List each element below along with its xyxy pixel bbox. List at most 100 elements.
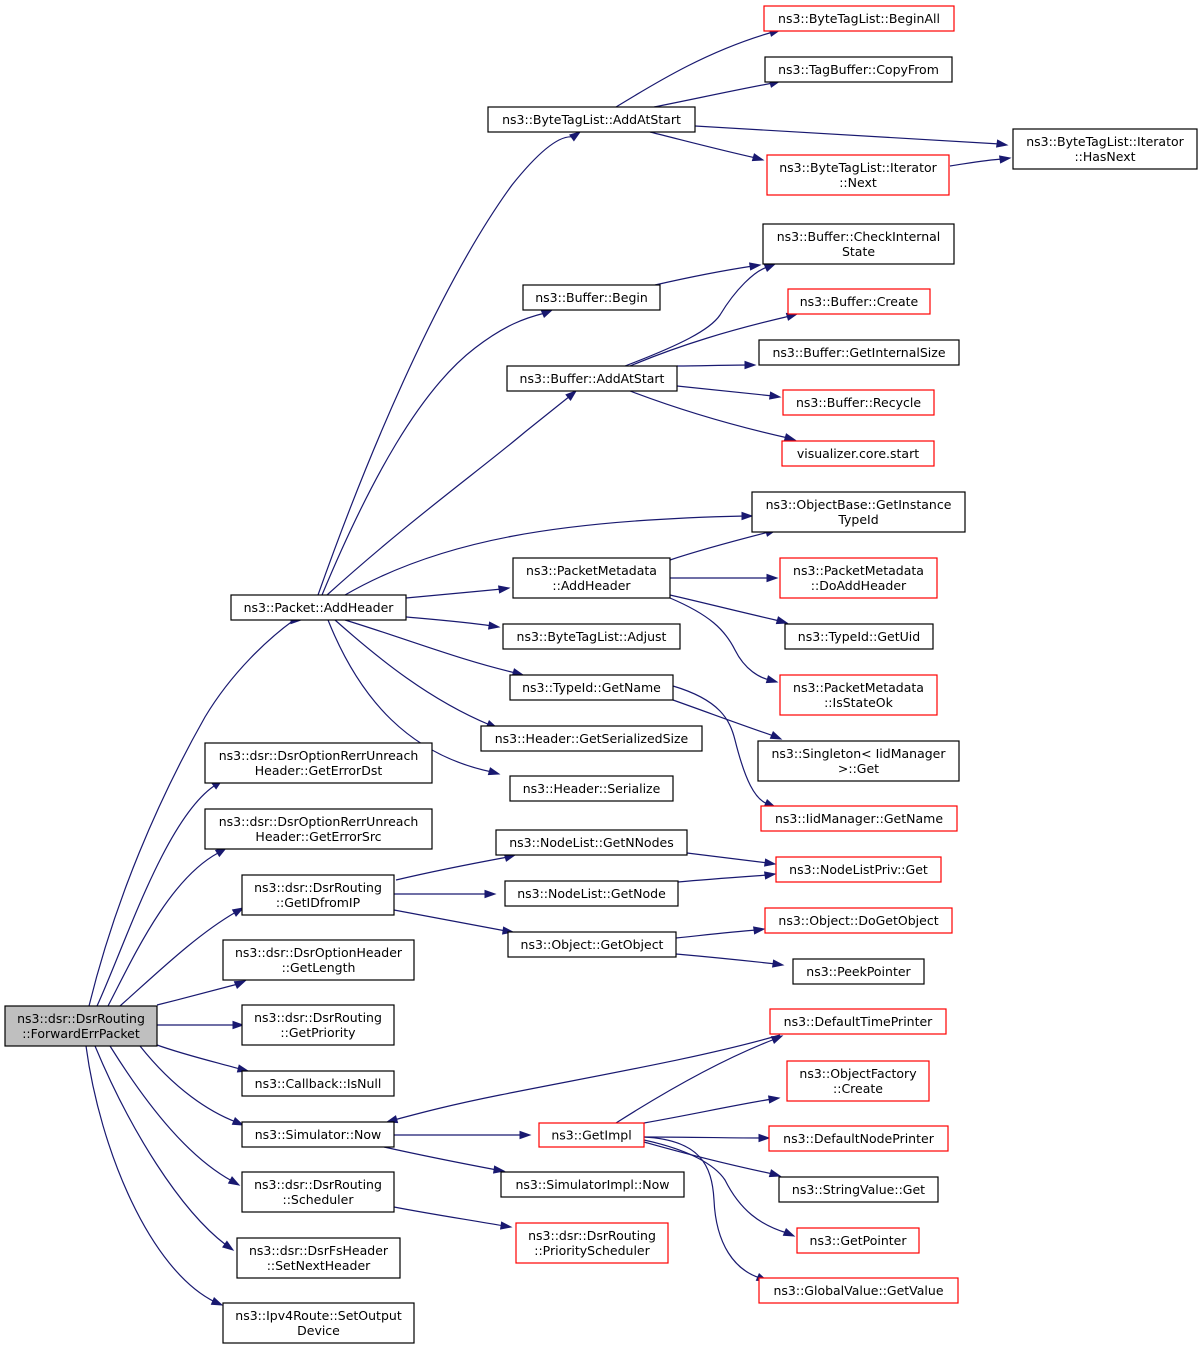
node-add-header[interactable]: ns3::Packet::AddHeader: [230, 594, 407, 621]
node-get-priority[interactable]: ns3::dsr::DsrRouting::GetPriority: [241, 1004, 395, 1046]
node-header-get-serialized-size[interactable]: ns3::Header::GetSerializedSize: [480, 725, 703, 752]
node-visualizer-core-start[interactable]: visualizer.core.start: [781, 440, 935, 467]
node-pm-add-header[interactable]: ns3::PacketMetadata::AddHeader: [512, 557, 671, 599]
call-edge-line: [669, 531, 770, 561]
node-label-line: ns3::TagBuffer::CopyFrom: [778, 62, 939, 77]
node-pm-is-state-ok[interactable]: ns3::PacketMetadata::IsStateOk: [779, 674, 938, 716]
call-edge-line: [393, 909, 507, 932]
node-label-line: ::AddHeader: [552, 578, 631, 593]
node-default-time-printer[interactable]: ns3::DefaultTimePrinter: [769, 1008, 947, 1035]
node-header-serialize[interactable]: ns3::Header::Serialize: [509, 775, 674, 802]
call-edge: [405, 585, 511, 599]
call-graph-edges: [85, 28, 1012, 1306]
node-nodelistpriv-get[interactable]: ns3::NodeListPriv::Get: [775, 856, 942, 883]
call-edge-line: [344, 619, 517, 674]
node-root[interactable]: ns3::dsr::DsrRouting::ForwardErrPacket: [4, 1005, 158, 1047]
node-typeid-get-uid[interactable]: ns3::TypeId::GetUid: [784, 623, 934, 650]
call-edge: [157, 1020, 245, 1030]
arrowhead-icon: [741, 511, 754, 521]
node-buffer-add-at-start[interactable]: ns3::Buffer::AddAtStart: [506, 365, 678, 392]
call-edge-line: [643, 1136, 763, 1139]
node-set-next-header[interactable]: ns3::dsr::DsrFsHeader::SetNextHeader: [236, 1237, 401, 1279]
node-default-node-printer[interactable]: ns3::DefaultNodePrinter: [768, 1125, 949, 1152]
node-label-line: >::Get: [838, 761, 879, 776]
node-label-line: ns3::Buffer::AddAtStart: [520, 371, 665, 386]
node-object-do-get-object[interactable]: ns3::Object::DoGetObject: [764, 907, 953, 934]
node-object-get-object[interactable]: ns3::Object::GetObject: [507, 931, 677, 958]
arrowhead-icon: [498, 585, 511, 594]
node-simimpl-now[interactable]: ns3::SimulatorImpl::Now: [500, 1171, 685, 1198]
node-label-line: ns3::dsr::DsrOptionRerrUnreach: [219, 814, 419, 829]
arrowhead-icon: [768, 1169, 782, 1178]
node-get-error-dst[interactable]: ns3::dsr::DsrOptionRerrUnreachHeader::Ge…: [204, 742, 433, 784]
call-edge-line: [139, 1045, 237, 1123]
call-edge-line: [686, 852, 769, 864]
node-scheduler[interactable]: ns3::dsr::DsrRouting::Scheduler: [241, 1171, 395, 1213]
node-box: [241, 1004, 395, 1046]
node-peek-pointer[interactable]: ns3::PeekPointer: [792, 958, 925, 985]
call-edge-line: [675, 929, 758, 939]
node-get-pointer[interactable]: ns3::GetPointer: [796, 1227, 920, 1254]
arrowhead-icon: [783, 433, 797, 442]
node-box: [236, 1237, 401, 1279]
arrowhead-icon: [222, 1240, 235, 1251]
node-label-line: ns3::TypeId::GetUid: [798, 629, 920, 644]
node-sim-now[interactable]: ns3::Simulator::Now: [241, 1121, 395, 1148]
call-edge: [670, 573, 779, 583]
node-buffer-create[interactable]: ns3::Buffer::Create: [787, 288, 931, 315]
node-nodelist-get-node[interactable]: ns3::NodeList::GetNode: [504, 880, 679, 907]
node-get-id-from-ip[interactable]: ns3::dsr::DsrRouting::GetIDfromIP: [241, 874, 395, 916]
call-edge-line: [615, 31, 774, 108]
node-get-impl[interactable]: ns3::GetImpl: [538, 1122, 645, 1148]
call-edge: [317, 131, 582, 596]
node-btl-add-at-start[interactable]: ns3::ByteTagList::AddAtStart: [487, 106, 696, 133]
node-label-line: ns3::StringValue::Get: [792, 1182, 925, 1197]
call-edge: [393, 909, 515, 935]
call-edge: [654, 262, 762, 286]
call-edge-line: [334, 619, 491, 726]
arrowhead-icon: [519, 1130, 532, 1140]
node-buffer-begin[interactable]: ns3::Buffer::Begin: [522, 284, 661, 311]
node-btl-iter-has-next[interactable]: ns3::ByteTagList::Iterator::HasNext: [1012, 128, 1198, 170]
call-edge-line: [615, 1038, 776, 1124]
node-btl-adjust[interactable]: ns3::ByteTagList::Adjust: [502, 623, 681, 650]
node-nodelist-get-nnodes[interactable]: ns3::NodeList::GetNNodes: [495, 829, 688, 856]
node-box: [507, 931, 677, 958]
node-tagbuffer-copy-from[interactable]: ns3::TagBuffer::CopyFrom: [764, 56, 953, 83]
node-box: [506, 365, 678, 392]
node-buffer-get-internal-size[interactable]: ns3::Buffer::GetInternalSize: [758, 339, 960, 366]
node-label-line: ns3::PacketMetadata: [526, 563, 657, 578]
node-label-line: ns3::IidManager::GetName: [775, 811, 943, 826]
node-iidmanager-get-name[interactable]: ns3::IidManager::GetName: [760, 805, 958, 832]
call-edge-line: [393, 1034, 781, 1121]
call-edge: [643, 1133, 771, 1143]
node-buffer-recycle[interactable]: ns3::Buffer::Recycle: [782, 389, 935, 416]
node-globalvalue-get-value[interactable]: ns3::GlobalValue::GetValue: [758, 1277, 959, 1304]
node-get-error-src[interactable]: ns3::dsr::DsrOptionRerrUnreachHeader::Ge…: [204, 808, 433, 850]
node-box: [500, 1171, 685, 1198]
node-label-line: ns3::dsr::DsrRouting: [17, 1011, 145, 1026]
node-box: [775, 856, 942, 883]
node-btl-iter-next[interactable]: ns3::ByteTagList::Iterator::Next: [766, 154, 950, 196]
call-edge: [96, 779, 224, 1007]
call-edge: [669, 528, 778, 561]
node-box: [487, 106, 696, 133]
node-priority-scheduler[interactable]: ns3::dsr::DsrRouting::PriorityScheduler: [515, 1222, 669, 1264]
node-btl-begin-all[interactable]: ns3::ByteTagList::BeginAll: [763, 5, 955, 32]
node-pm-do-add-header[interactable]: ns3::PacketMetadata::DoAddHeader: [779, 557, 938, 599]
node-get-length[interactable]: ns3::dsr::DsrOptionHeader::GetLength: [222, 939, 415, 981]
node-singleton-iidmanager-get[interactable]: ns3::Singleton< IidManager>::Get: [757, 740, 960, 782]
node-typeid-get-name[interactable]: ns3::TypeId::GetName: [509, 674, 674, 701]
node-box: [751, 491, 966, 533]
call-edge-line: [88, 619, 295, 1007]
node-objectfactory-create[interactable]: ns3::ObjectFactory::Create: [786, 1060, 930, 1102]
node-label-line: ::ForwardErrPacket: [22, 1026, 140, 1041]
arrowhead-icon: [565, 390, 578, 401]
node-stringvalue-get[interactable]: ns3::StringValue::Get: [778, 1176, 939, 1203]
arrowhead-icon: [484, 889, 497, 899]
node-is-null[interactable]: ns3::Callback::IsNull: [241, 1070, 395, 1097]
